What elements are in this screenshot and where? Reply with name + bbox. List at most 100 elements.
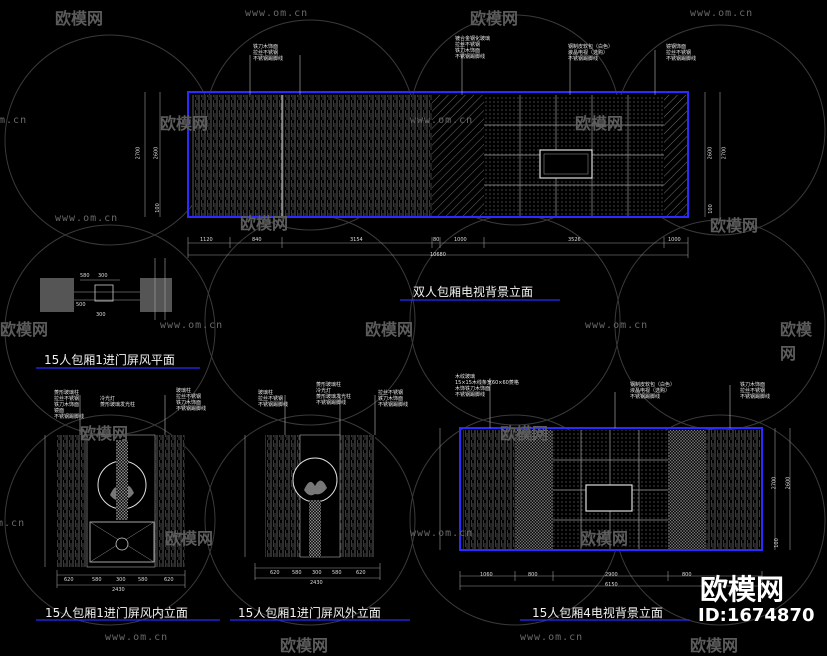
note: 不锈钢踢脚线: [630, 394, 661, 400]
watermark-url: www.om.cn: [410, 115, 474, 126]
note: 不锈钢踢脚线: [455, 54, 486, 60]
top-notes-left: 铁刀木饰面 拉丝不锈钢 不锈钢踢脚线: [253, 44, 283, 62]
note: 钢制皮软包（白色）: [568, 44, 614, 50]
top-notes-mid: 镀合金钢化玻璃 拉丝不锈钢 铁刀木饰面 不锈钢踢脚线: [455, 36, 490, 60]
watermark-url: www.om.cn: [585, 320, 649, 331]
dim-label: 300: [116, 577, 126, 583]
dim-label: 1000: [668, 237, 681, 243]
dim-label: 580: [138, 577, 148, 583]
dim-label: 2700: [721, 146, 728, 160]
note: 拉丝不锈钢: [455, 42, 481, 48]
dim-label: 1060: [480, 572, 493, 578]
dim-label: 580: [92, 577, 102, 583]
note: 铁刀木饰面: [54, 402, 80, 408]
note: 镀合金钢化玻璃: [455, 36, 491, 42]
tv4-notes-left: 木纹玻璃 15×15木线条宽60×60菱格 木饰铁刀木饰面 不锈钢踢脚线: [455, 374, 519, 398]
dim-label: 100: [707, 204, 714, 214]
note: 铁刀木饰面: [176, 400, 202, 406]
watermark-url: www.om.cn: [410, 528, 474, 539]
watermark-logo: 欧模网: [580, 529, 629, 548]
dim-label: 620: [164, 577, 174, 583]
note: 拉丝不锈钢: [378, 390, 404, 396]
dim-label: 80: [433, 237, 440, 243]
outer-notes-left: 玻璃柱 拉丝不锈钢 不锈钢踢脚线: [258, 390, 288, 408]
watermark-url: www.om.cn: [690, 8, 754, 19]
dim-label: 500: [76, 302, 86, 308]
note: 木饰铁刀木饰面: [455, 386, 491, 392]
watermark-logo: 欧模网: [710, 216, 759, 235]
note: 液晶电视（选购）: [568, 50, 609, 56]
note: 木纹玻璃: [455, 374, 476, 380]
note: 铁刀木饰面: [740, 382, 766, 388]
inner-notes-left: 菱形玻璃柱 拉丝不锈钢 铁刀木饰面 镜面 不锈钢踢脚线: [54, 390, 84, 420]
plan-title: 15人包厢1进门屏风平面: [44, 353, 175, 367]
top-notes-right1: 钢制皮软包（白色） 液晶电视（选购） 不锈钢踢脚线: [568, 44, 613, 62]
dim-label: 800: [528, 572, 538, 578]
watermark-logo: 欧模网: [690, 636, 739, 655]
tv4-elevation-title: 15人包厢4电视背景立面: [532, 606, 663, 620]
note: 冷光灯: [316, 388, 332, 394]
note: 冷光灯: [100, 396, 116, 402]
note: 镜钢饰面: [666, 44, 687, 50]
plan-view: [40, 258, 172, 320]
watermark-url: www.om.cn: [55, 213, 119, 224]
dim-total: 10680: [430, 252, 446, 258]
note: 不锈钢踢脚线: [378, 402, 409, 408]
dim-label: 300: [98, 273, 108, 279]
note: 镜面: [54, 408, 65, 414]
top-elevation-title: 双人包厢电视背景立面: [413, 285, 534, 299]
note: 拉丝不锈钢: [258, 396, 284, 402]
note: 玻璃柱: [176, 388, 192, 394]
watermark-logo: 欧模网: [575, 114, 624, 133]
dim-label: 580: [80, 273, 90, 279]
watermark-logo: 欧模网: [280, 636, 329, 655]
note: 拉丝不锈钢: [54, 396, 80, 402]
outer-elevation: [244, 395, 381, 580]
outer-notes-mid: 菱形玻璃柱 冷光灯 菱形玻璃发光柱 不锈钢踢脚线: [316, 382, 351, 406]
dim-label: 2600: [707, 146, 714, 160]
watermark-url: www.om.cn: [245, 8, 309, 19]
note: 钢制皮软包（白色）: [630, 382, 676, 388]
watermark-logo: 欧模网: [0, 320, 49, 339]
brand-logo: 欧模网: [700, 573, 785, 606]
dim-label: 620: [270, 570, 280, 576]
note: 铁刀木饰面: [378, 396, 404, 402]
title-underlines: [36, 299, 690, 621]
note: 菱形玻璃柱: [54, 390, 80, 396]
dim-label: 620: [356, 570, 366, 576]
note: 铁刀木饰面: [455, 48, 481, 54]
tv4-notes-right: 铁刀木饰面 拉丝不锈钢 不锈钢踢脚线: [740, 382, 770, 400]
dim-total: 6150: [605, 582, 618, 588]
note: 不锈钢踢脚线: [316, 400, 347, 406]
note: 拉丝不锈钢: [176, 394, 202, 400]
dim-label: 1000: [454, 237, 467, 243]
note: 不锈钢踢脚线: [253, 56, 284, 62]
note: 菱形玻璃发光柱: [100, 402, 136, 408]
note: 不锈钢踢脚线: [568, 56, 599, 62]
watermark-url: www.om.cn: [520, 632, 584, 643]
brand-id: ID:1674870: [698, 605, 815, 626]
dim-label: 2900: [605, 572, 618, 578]
dim-label: 2600: [153, 146, 160, 160]
watermark-logo: 欧模网: [240, 214, 289, 233]
note: 拉丝不锈钢: [666, 50, 692, 56]
inner-notes-mid: 冷光灯 菱形玻璃发光柱: [100, 396, 135, 408]
top-elevation: [144, 42, 721, 258]
dim-label: 800: [682, 572, 692, 578]
top-notes-right2: 镜钢饰面 拉丝不锈钢 不锈钢踢脚线: [666, 44, 696, 62]
note: 不锈钢踢脚线: [666, 56, 697, 62]
watermark-logo: 欧模网: [365, 320, 414, 339]
watermark-url: www.om.cn: [105, 632, 169, 643]
dim-label: 1120: [200, 237, 213, 243]
note: 菱形玻璃发光柱: [316, 394, 352, 400]
note: 15×15木线条宽60×60菱格: [455, 380, 519, 386]
dim-label: 300: [312, 570, 322, 576]
note: 玻璃柱: [258, 390, 274, 396]
inner-notes-right: 玻璃柱 拉丝不锈钢 铁刀木饰面 不锈钢踢脚线: [176, 388, 206, 412]
note: 不锈钢踢脚线: [54, 414, 85, 420]
note: 不锈钢踢脚线: [455, 392, 486, 398]
watermark-url: www.om.cn: [160, 320, 224, 331]
watermark-url: om.cn: [0, 115, 28, 126]
dim-label: 3526: [568, 237, 581, 243]
